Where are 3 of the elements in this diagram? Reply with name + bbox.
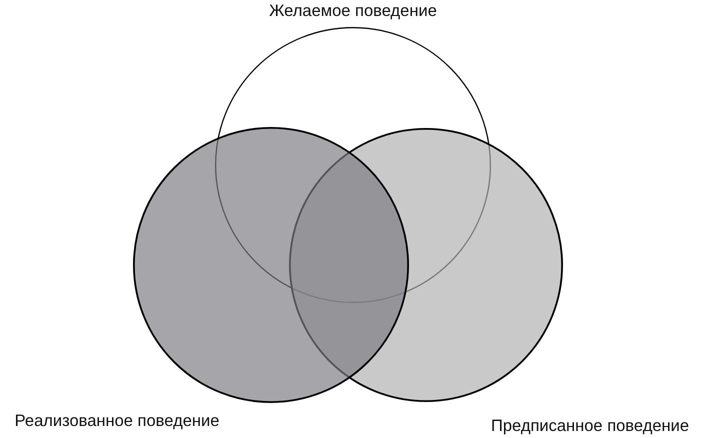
circle-label: Реализованное поведение: [14, 412, 220, 430]
circle-label: Предписанное поведение: [490, 417, 690, 436]
circle-label: Желаемое поведение: [269, 2, 437, 20]
